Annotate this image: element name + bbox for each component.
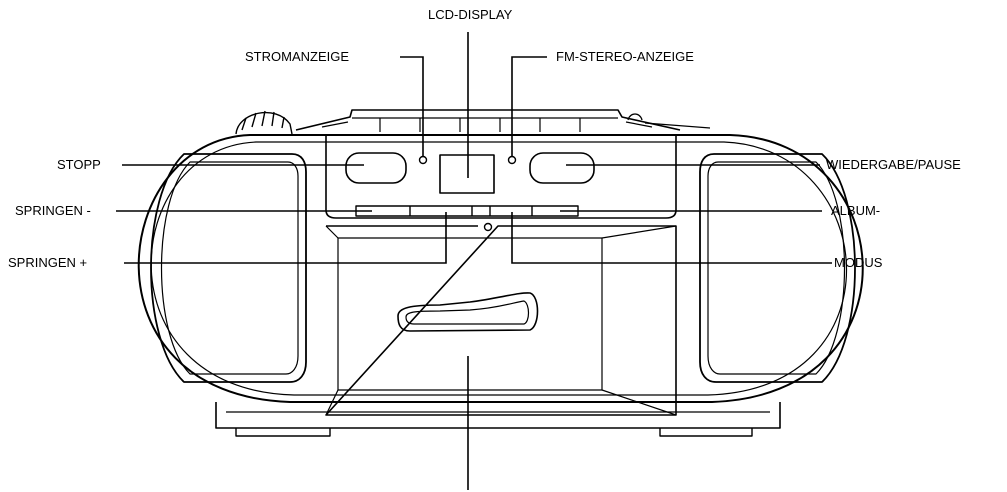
boombox-body xyxy=(137,134,864,403)
lcd-screen xyxy=(439,154,495,194)
cassette-door xyxy=(325,225,677,416)
fm-stereo-led xyxy=(507,155,517,165)
play-pause-button-shape xyxy=(529,152,595,184)
label-skip-back: SPRINGEN - xyxy=(15,203,91,218)
base xyxy=(215,402,781,429)
label-mode: MODUS xyxy=(834,255,883,270)
top-ridge xyxy=(295,109,681,131)
right-speaker xyxy=(699,153,856,383)
volume-knob xyxy=(235,111,293,135)
label-play-pause: WIEDERGABE/PAUSE xyxy=(826,157,961,172)
cassette-window xyxy=(397,292,539,332)
label-album-minus: ALBUM- xyxy=(831,203,881,218)
label-lcd-display: LCD-DISPLAY xyxy=(428,7,513,22)
label-stop: STOPP xyxy=(57,157,101,172)
leader-power xyxy=(400,56,424,156)
power-led xyxy=(418,155,428,165)
leader-skip-forward xyxy=(124,212,447,264)
label-power-indicator: STROMANZEIGE xyxy=(245,49,350,64)
stop-button-shape xyxy=(345,152,407,184)
label-skip-forward: SPRINGEN + xyxy=(8,255,88,270)
leader-mode xyxy=(511,212,832,264)
label-fm-stereo-indicator: FM-STEREO-ANZEIGE xyxy=(556,49,694,64)
left-speaker xyxy=(150,153,307,383)
leader-fm-stereo xyxy=(511,56,547,156)
control-panel xyxy=(325,134,677,219)
